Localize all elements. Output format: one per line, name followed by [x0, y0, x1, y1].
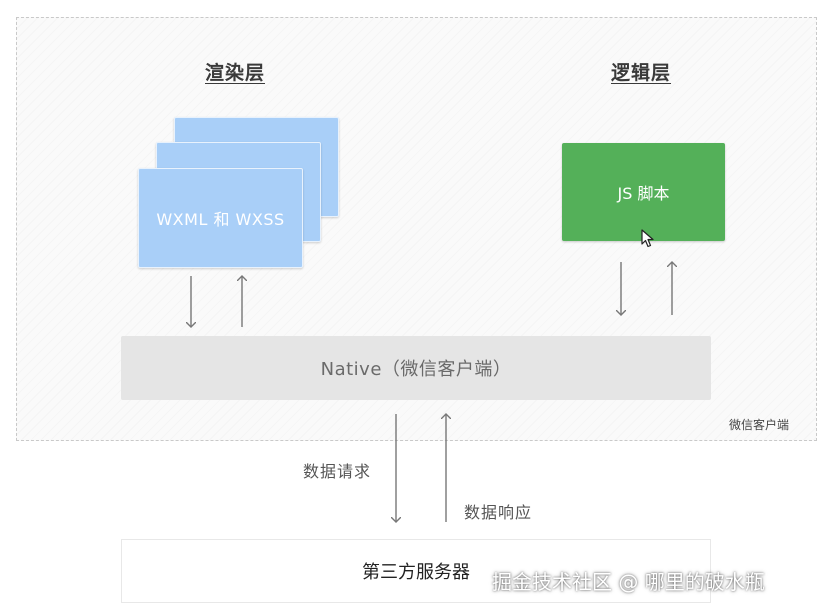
watermark: 掘金技术社区 @ 哪里的破水瓶 — [492, 570, 765, 594]
server-label: 第三方服务器 — [362, 562, 470, 583]
request-label: 数据请求 — [303, 462, 372, 481]
render-layer-title: 渲染层 — [205, 62, 266, 84]
wxml-card-front: WXML 和 WXSS — [138, 168, 303, 268]
wxml-card-label: WXML 和 WXSS — [156, 210, 285, 229]
third-party-server-box: 第三方服务器 — [121, 539, 711, 603]
client-label: 微信客户端 — [729, 418, 790, 432]
response-label: 数据响应 — [464, 503, 533, 522]
js-card-label: JS 脚本 — [617, 184, 670, 203]
js-script-card: JS 脚本 — [562, 143, 725, 241]
logic-layer-title: 逻辑层 — [611, 62, 672, 84]
mouse-cursor-icon — [641, 229, 654, 248]
native-label: Native（微信客户端） — [320, 359, 512, 380]
native-bar: Native（微信客户端） — [121, 336, 711, 400]
